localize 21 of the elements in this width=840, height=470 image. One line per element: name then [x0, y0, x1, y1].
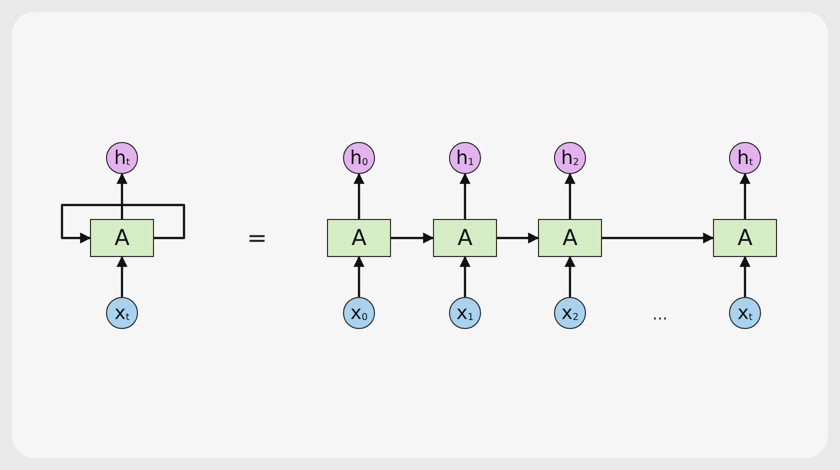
arrow: [354, 172, 364, 219]
arrow: [116, 256, 128, 297]
arrow: [460, 172, 470, 219]
cell-box: A: [538, 219, 602, 257]
arrow: [740, 172, 750, 219]
cell-box: A: [90, 219, 154, 257]
equals-sign: =: [246, 224, 268, 252]
arrow: [354, 256, 364, 297]
arrow: [564, 256, 576, 297]
arrow: [60, 204, 186, 244]
arrow: [740, 256, 750, 297]
cell-box: A: [713, 219, 777, 257]
cell-box: A: [433, 219, 497, 257]
arrow: [391, 232, 434, 244]
arrow: [602, 232, 714, 244]
ellipsis: ...: [652, 304, 668, 324]
arrow: [116, 172, 128, 219]
cell-box: A: [327, 219, 391, 257]
arrow: [497, 232, 540, 244]
arrow: [460, 256, 470, 297]
arrow: [564, 172, 576, 219]
